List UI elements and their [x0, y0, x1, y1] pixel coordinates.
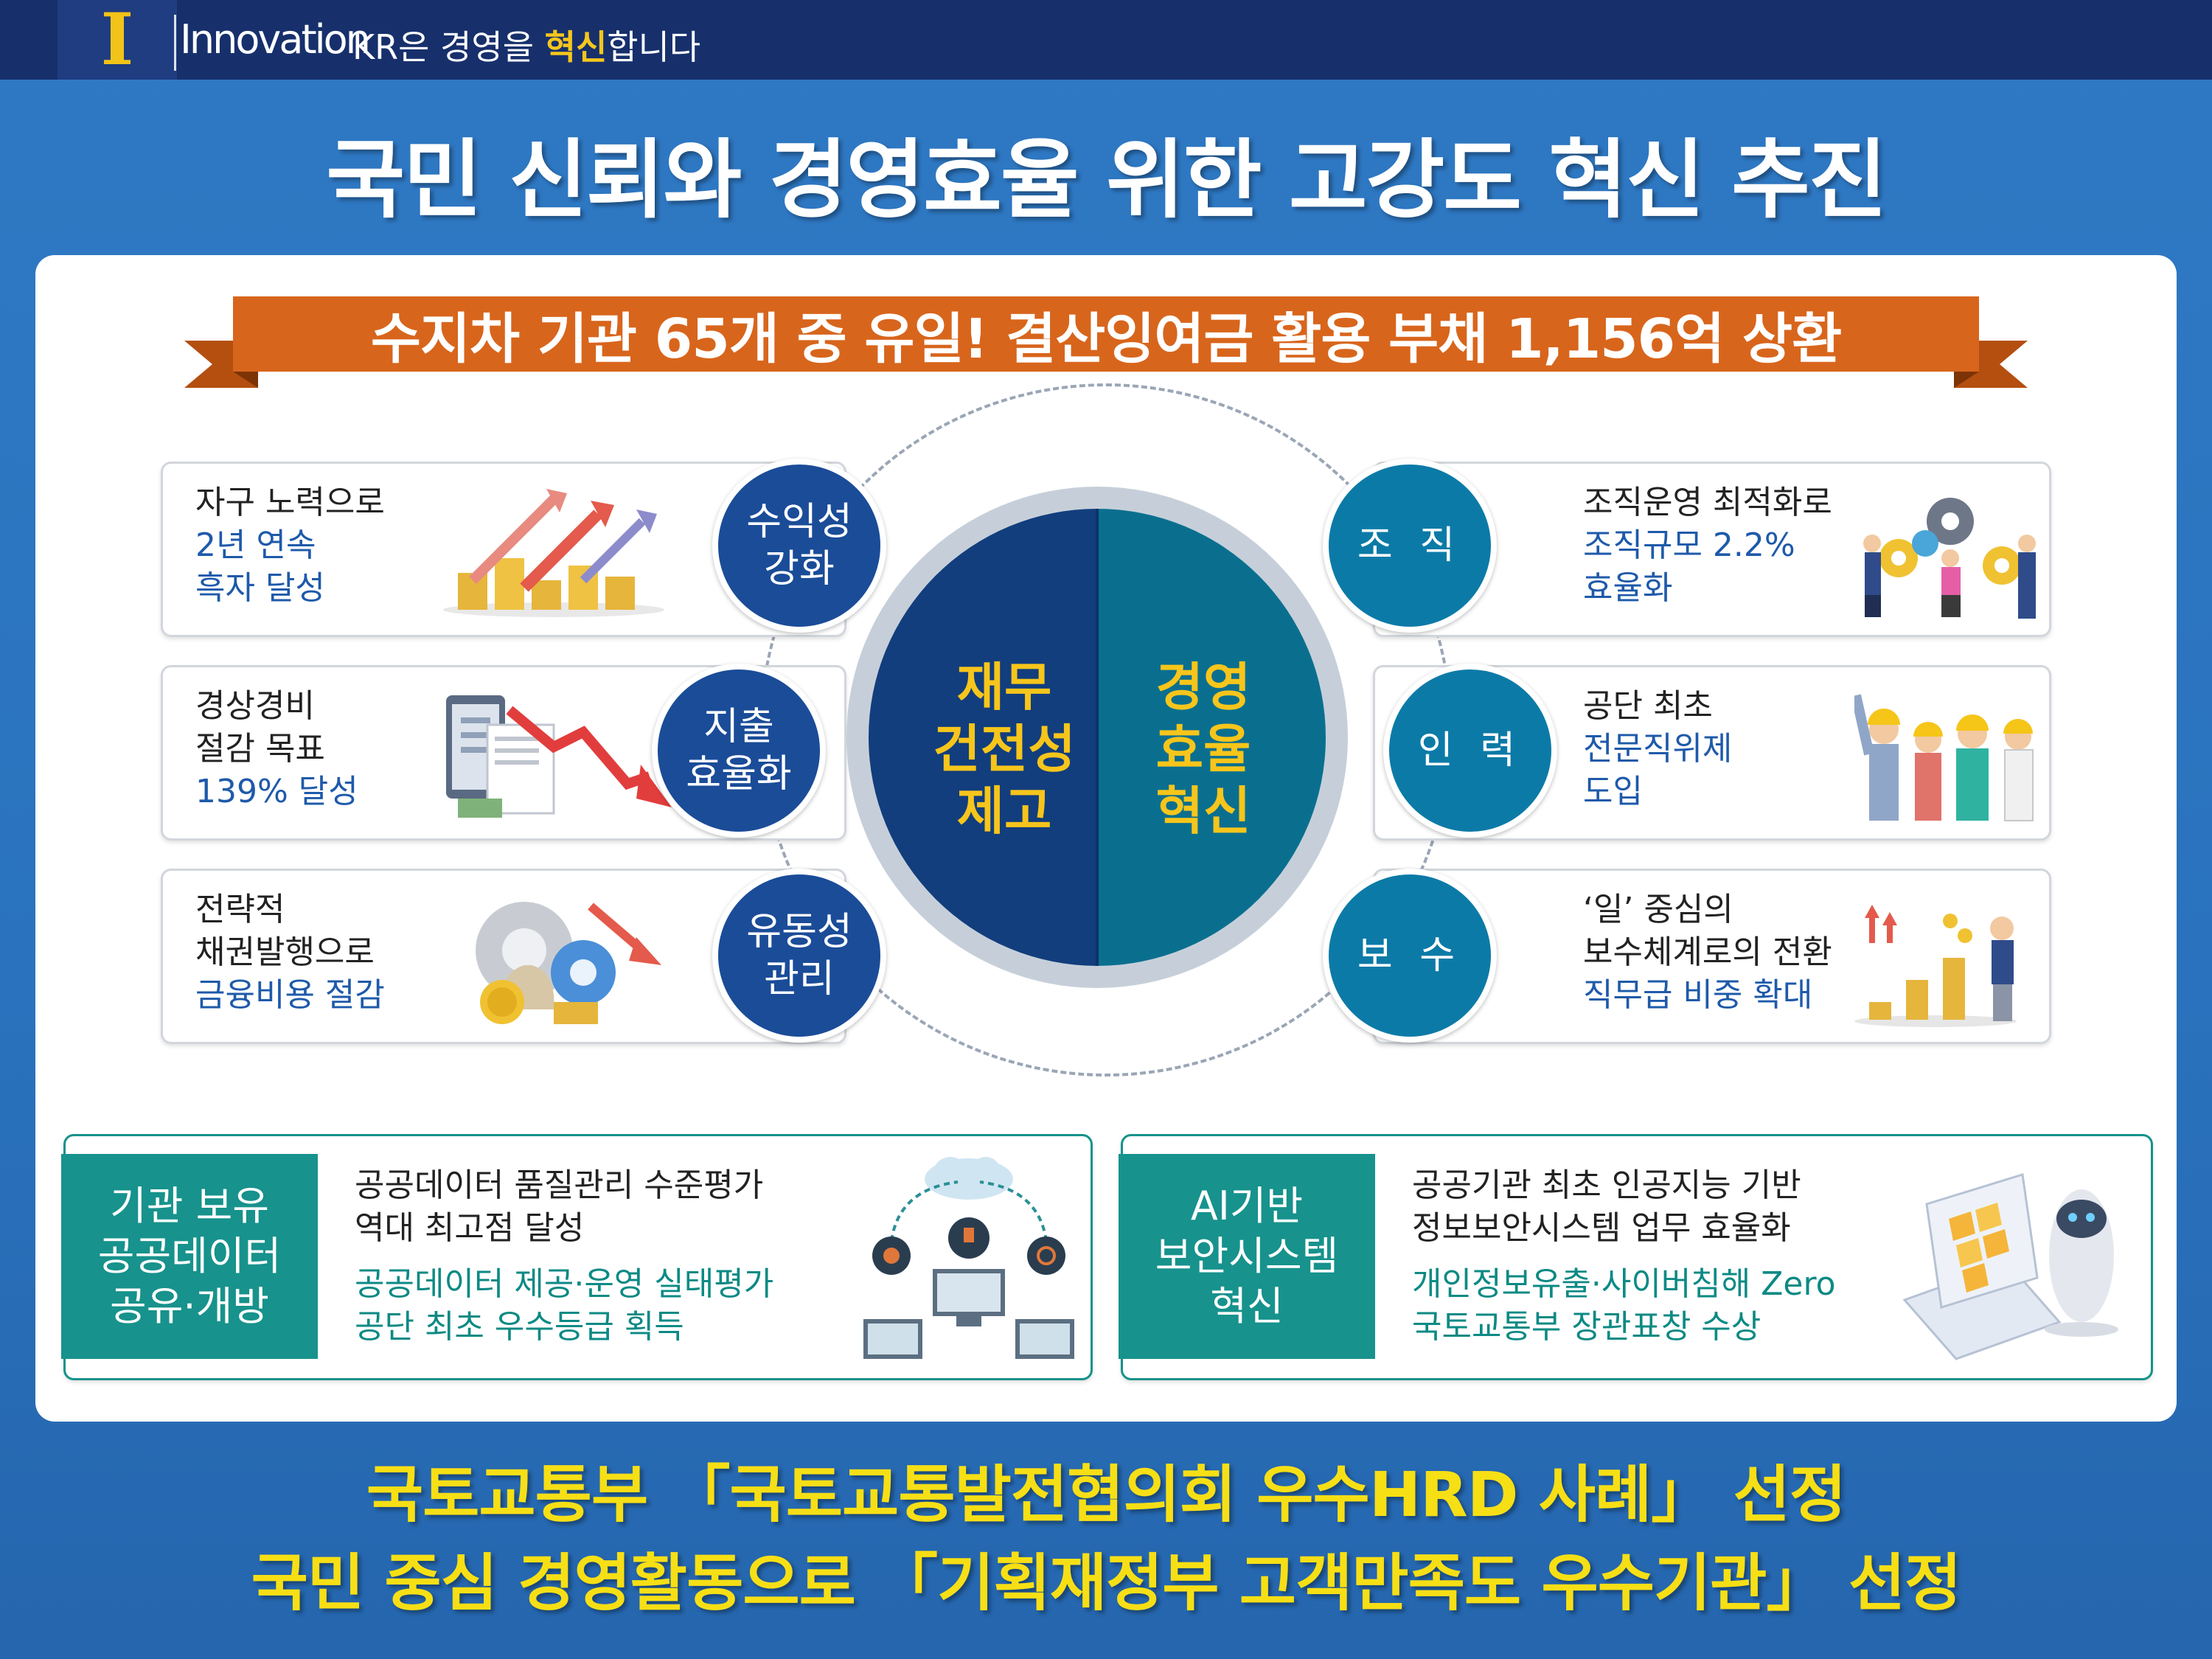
ai-robot-laptop-icon: [1897, 1152, 2118, 1369]
center-label-management: 경영 효율 혁신: [1155, 657, 1251, 841]
center-label-finance: 재무 건전성 제고: [933, 657, 1076, 841]
cloud-network-icon: [862, 1152, 1076, 1369]
page-title: 국민 신뢰와 경영효율 위한 고강도 혁신 추진: [326, 131, 1887, 230]
ai-security-award: 개인정보유출·사이버침해 Zero 국토교통부 장관표창 수상: [1412, 1265, 1836, 1346]
workers-hardhats-icon: [1851, 688, 2039, 831]
circle-organization: 조 직: [1323, 459, 1497, 633]
team-gears-icon: [1854, 484, 2039, 627]
section-name: Innovation: [180, 16, 371, 63]
ai-security-achievement: 공공기관 최초 인공지능 기반 정보보안시스템 업무 효율화: [1412, 1166, 1801, 1247]
card-organization-text: 조직운영 최적화로 조직규모 2.2% 효율화: [1583, 484, 1832, 607]
public-data-achievement: 공공데이터 품질관리 수준평가 역대 최고점 달성: [355, 1166, 764, 1247]
gears-money-bag-icon: [443, 891, 679, 1034]
card-revenue-text: 자구 노력으로 2년 연속 흑자 달성: [195, 484, 385, 607]
card-liquidity-text: 전략적 채권발행으로 금융비용 절감: [195, 891, 385, 1014]
card-compensation-text: ‘일’ 중심의 보수체계로의 전환 직무급 비중 확대: [1583, 891, 1832, 1014]
circle-personnel: 인 력: [1383, 664, 1557, 838]
circle-compensation: 보 수: [1323, 869, 1497, 1043]
center-circle: [869, 509, 1326, 966]
footer-line-1: 국토교통부 「국토교통발전협의회 우수HRD 사례」 선정: [366, 1458, 1846, 1531]
coin-growth-chart-icon: [1854, 891, 2039, 1034]
header-bar: I Innovation KR은 경영을 혁신합니다: [0, 0, 2212, 80]
card-compensation: ‘일’ 중심의 보수체계로의 전환 직무급 비중 확대: [1373, 869, 2051, 1044]
card-liquidity: 전략적 채권발행으로 금융비용 절감: [161, 869, 846, 1044]
rising-arrows-coins-icon: [443, 484, 664, 620]
header-tagline: KR은 경영을 혁신합니다: [352, 27, 701, 67]
card-personnel-text: 공단 최초 전문직위제 도입: [1583, 687, 1733, 810]
public-data-award: 공공데이터 제공·운영 실태평가 공단 최초 우수등급 획득: [355, 1265, 774, 1346]
banner-ribbon: 수지차 기관 65개 중 유일! 결산잉여금 활용 부채 1,156억 상환: [184, 289, 2028, 400]
card-expense-text: 경상경비 절감 목표 139% 달성: [195, 687, 358, 810]
center-divider: [1096, 509, 1099, 966]
ribbon-body: 수지차 기관 65개 중 유일! 결산잉여금 활용 부채 1,156억 상환: [233, 296, 1979, 372]
section-index: I: [100, 0, 134, 81]
section-index-box: [58, 0, 177, 80]
header-divider: [174, 15, 176, 71]
falling-chart-document-icon: [443, 688, 679, 831]
footer-line-2: 국민 중심 경영활동으로 「기획재정부 고객만족도 우수기관」 선정: [251, 1547, 1962, 1619]
tagline-highlight: 혁신: [544, 27, 608, 67]
banner-text: 수지차 기관 65개 중 유일! 결산잉여금 활용 부채 1,156억 상환: [370, 307, 1842, 371]
